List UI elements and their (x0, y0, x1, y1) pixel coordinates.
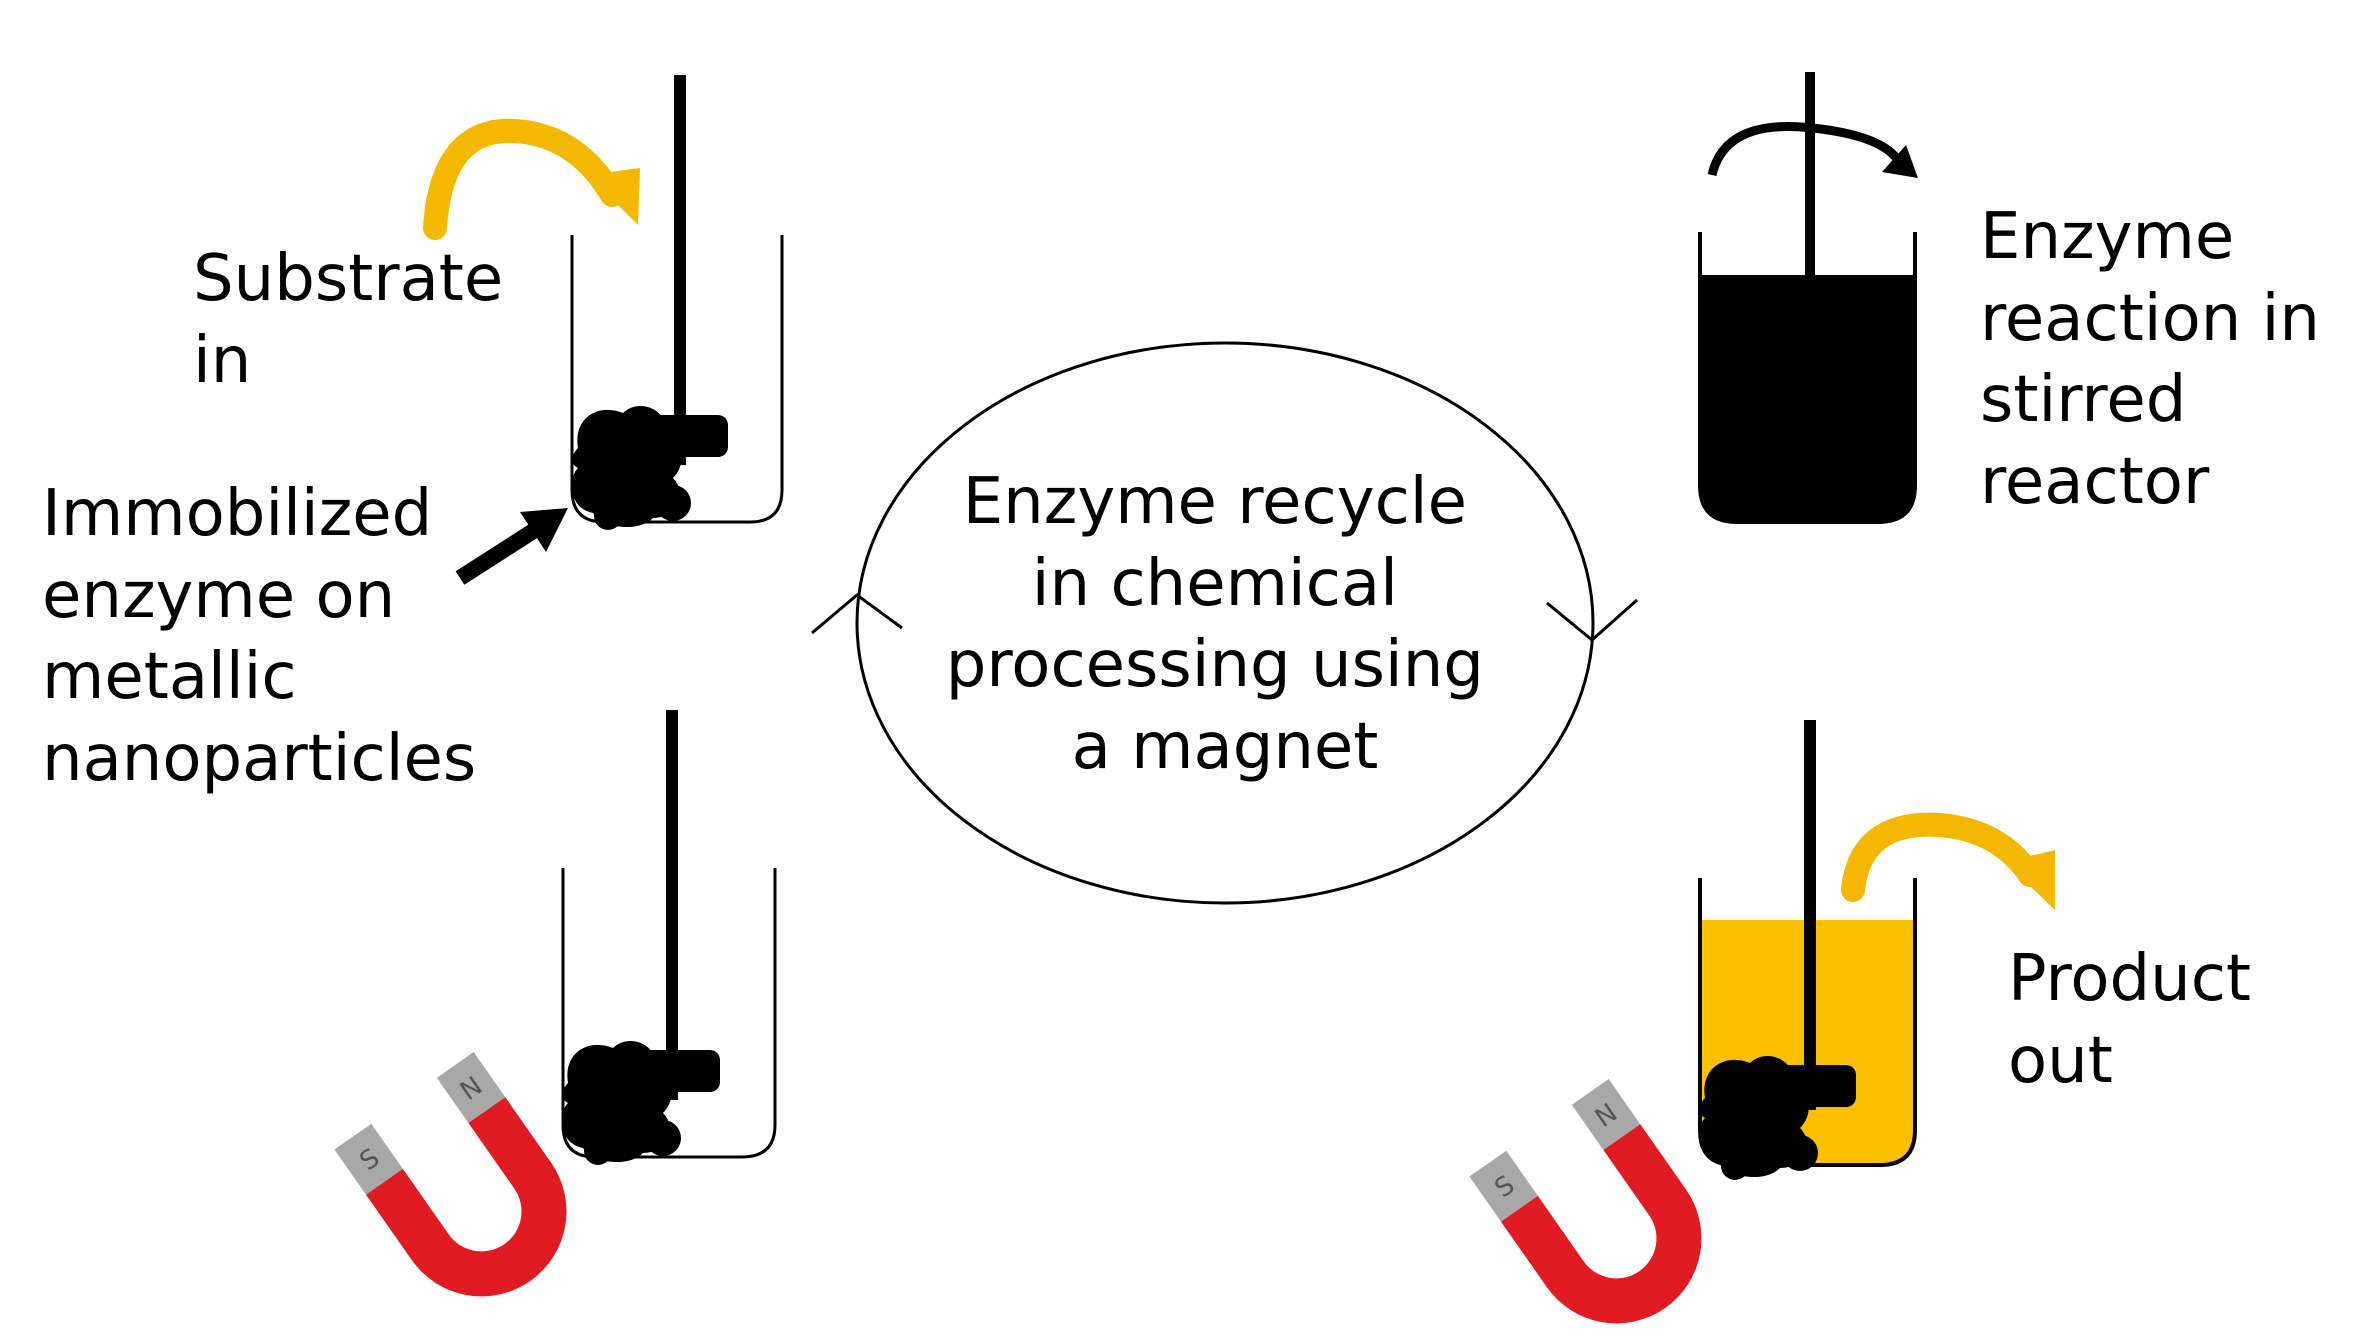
label-line: Substrate (193, 242, 503, 316)
substrate-in-arrow (423, 118, 640, 240)
substrate-in-label: Substrate in (193, 242, 524, 398)
cycle-ellipse (855, 341, 1595, 905)
label-line: Product (2008, 942, 2251, 1016)
product-out-arrow (1841, 812, 2055, 910)
cycle-arrowhead-right (1546, 598, 1638, 642)
beaker-stirred-reactor (1698, 72, 1917, 524)
reactor-liquid (1700, 275, 1915, 522)
label-line: enzyme on (42, 559, 395, 633)
beaker-outline (1698, 232, 1917, 524)
label-line: nanoparticles (42, 722, 476, 796)
label-line: Immobilized (42, 477, 432, 551)
cycle-title-line: a magnet (1072, 710, 1379, 784)
enzyme-reaction-label: Enzyme reaction in stirred reactor (1980, 200, 2340, 519)
horseshoe-magnet-left: S N (334, 1052, 567, 1297)
immobilized-enzyme-label: Immobilized enzyme on metallic nanoparti… (42, 477, 476, 796)
beaker-substrate-in (570, 75, 784, 530)
horseshoe-magnet-right: S N (1469, 1079, 1702, 1324)
cycle-title: Enzyme recycle in chemical processing us… (946, 465, 1504, 784)
rotation-arrow (1707, 122, 1918, 178)
cycle-title-line: in chemical (1032, 547, 1398, 621)
cycle-title-line: processing using (946, 628, 1484, 702)
beaker-outline (561, 868, 777, 1159)
cycle-arrowhead-left (811, 593, 903, 635)
beaker-product-out (1698, 720, 1917, 1180)
label-line: stirred (1980, 363, 2186, 437)
label-line: out (2008, 1024, 2113, 1098)
label-line: metallic (42, 640, 297, 714)
recycle-cycle: Enzyme recycle in chemical processing us… (811, 341, 1638, 905)
beaker-magnet-separation (561, 710, 777, 1165)
cycle-title-line: Enzyme recycle (963, 465, 1467, 539)
beaker-outline (570, 235, 784, 524)
label-line: in (193, 324, 251, 398)
label-line: reactor (1980, 445, 2210, 519)
label-line: Enzyme (1980, 200, 2234, 274)
pointer-arrow (455, 508, 568, 585)
product-out-label: Product out (2008, 942, 2271, 1098)
label-line: reaction in (1980, 282, 2320, 356)
